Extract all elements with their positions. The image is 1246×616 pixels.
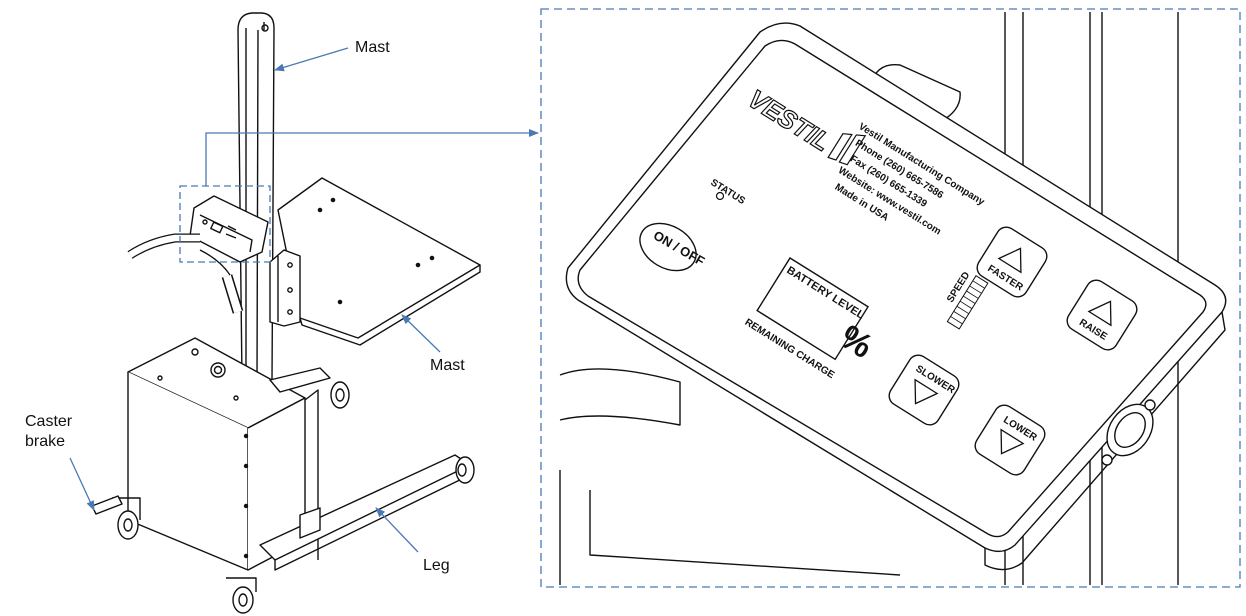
up-arrow-icon (1087, 300, 1112, 327)
leg-label: Leg (423, 557, 450, 574)
mast-platform-label: Mast (430, 357, 465, 374)
up-arrow-icon (997, 247, 1022, 274)
panel-body (565, 22, 1227, 553)
faster-button[interactable]: FASTER (973, 223, 1050, 300)
lift-cart-drawing (91, 12, 481, 614)
caster-brake-arrow (69, 457, 95, 511)
control-panel-detail (559, 12, 1227, 585)
casters (91, 381, 475, 614)
detail-connector-line (205, 129, 539, 186)
detail-highlight-box (179, 185, 271, 263)
down-arrow-icon (1000, 428, 1025, 455)
battery-box (127, 337, 306, 571)
detail-view-frame (540, 8, 1241, 588)
mast-top-arrow (274, 47, 349, 72)
handles (127, 233, 244, 314)
leg-arrow (375, 507, 419, 553)
mast-column (237, 12, 275, 381)
mast-top-label: Mast (355, 39, 390, 56)
caster-brake-label-line1: Caster (25, 413, 73, 430)
caster-brake-label-line2: brake (25, 433, 65, 450)
slower-button[interactable]: SLOWER (885, 351, 962, 428)
down-arrow-icon (914, 378, 939, 405)
carriage (269, 249, 301, 327)
status-led-icon (715, 191, 725, 201)
on-off-button[interactable]: ON / OFF (632, 214, 708, 280)
control-box (189, 195, 269, 263)
mast-platform-arrow (401, 314, 441, 353)
platform-plate (277, 177, 481, 346)
